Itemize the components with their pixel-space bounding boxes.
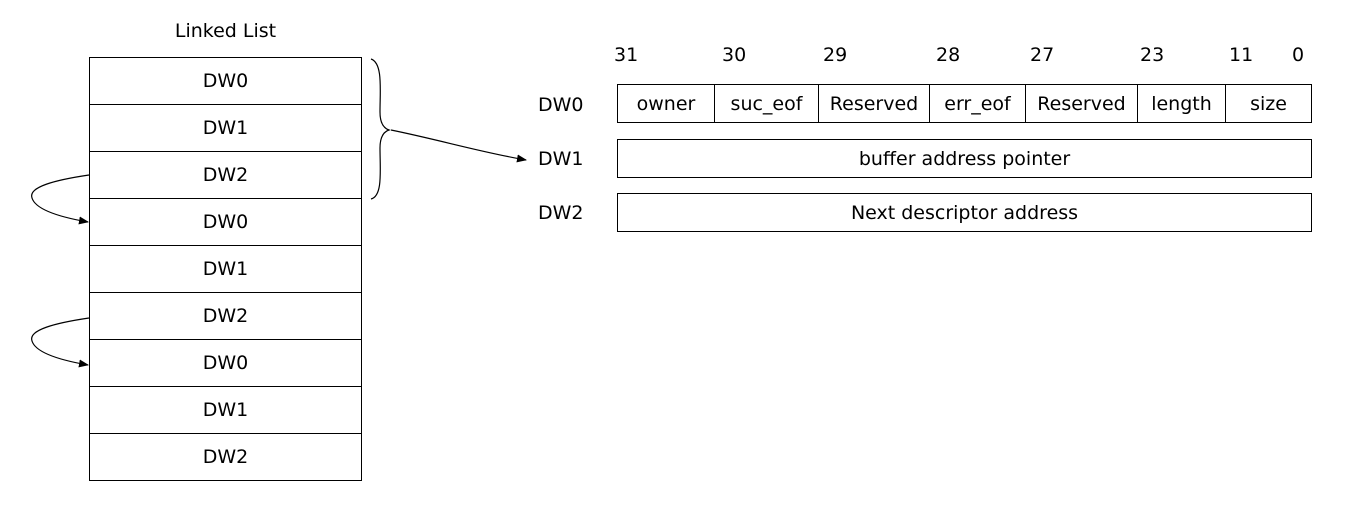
linked-list-row: DW1 bbox=[89, 105, 362, 152]
linked-list-row: DW0 bbox=[89, 57, 362, 105]
brace-to-dw1-arrow bbox=[390, 129, 527, 163]
linked-list-row: DW1 bbox=[89, 387, 362, 434]
group-brace bbox=[370, 58, 391, 200]
dw1-register: buffer address pointer bbox=[617, 139, 1312, 178]
bit-label-11: 11 bbox=[1229, 44, 1254, 66]
field-next-descriptor-address: Next descriptor address bbox=[850, 201, 1079, 224]
linked-list-row: DW1 bbox=[89, 246, 362, 293]
bit-label-27: 27 bbox=[1030, 44, 1055, 66]
linked-list-row: DW0 bbox=[89, 199, 362, 246]
field-buffer-address-pointer: buffer address pointer bbox=[858, 147, 1071, 170]
field-size: size bbox=[1250, 92, 1287, 115]
dw2-register: Next descriptor address bbox=[617, 193, 1312, 232]
linked-list: DW0 DW1 DW2 DW0 DW1 DW2 DW0 DW1 DW2 bbox=[89, 57, 362, 481]
dw0-register: owner suc_eof Reserved err_eof Reserved … bbox=[617, 84, 1312, 123]
row-label-dw0: DW0 bbox=[538, 94, 584, 116]
linked-list-row: DW2 bbox=[89, 434, 362, 481]
field-owner: owner bbox=[618, 85, 715, 122]
field-reserved-1: Reserved bbox=[819, 85, 930, 122]
bit-label-23: 23 bbox=[1140, 44, 1165, 66]
field-reserved-2: Reserved bbox=[1026, 85, 1138, 122]
field-suc-eof: suc_eof bbox=[715, 85, 819, 122]
next-pointer-arrow-2 bbox=[31, 317, 90, 368]
field-err-eof: err_eof bbox=[930, 85, 1026, 122]
row-label-dw2: DW2 bbox=[538, 202, 584, 224]
bit-label-28: 28 bbox=[936, 44, 961, 66]
linked-list-row: DW2 bbox=[89, 152, 362, 199]
row-label-dw1: DW1 bbox=[538, 148, 584, 170]
linked-list-row: DW0 bbox=[89, 340, 362, 387]
next-pointer-arrow-1 bbox=[31, 174, 90, 225]
linked-list-row: DW2 bbox=[89, 293, 362, 340]
bit-label-31: 31 bbox=[614, 44, 639, 66]
bit-label-29: 29 bbox=[823, 44, 848, 66]
bit-label-30: 30 bbox=[722, 44, 747, 66]
bit-label-0: 0 bbox=[1292, 44, 1305, 66]
field-length: length bbox=[1138, 85, 1226, 122]
linked-list-title: Linked List bbox=[174, 20, 277, 42]
